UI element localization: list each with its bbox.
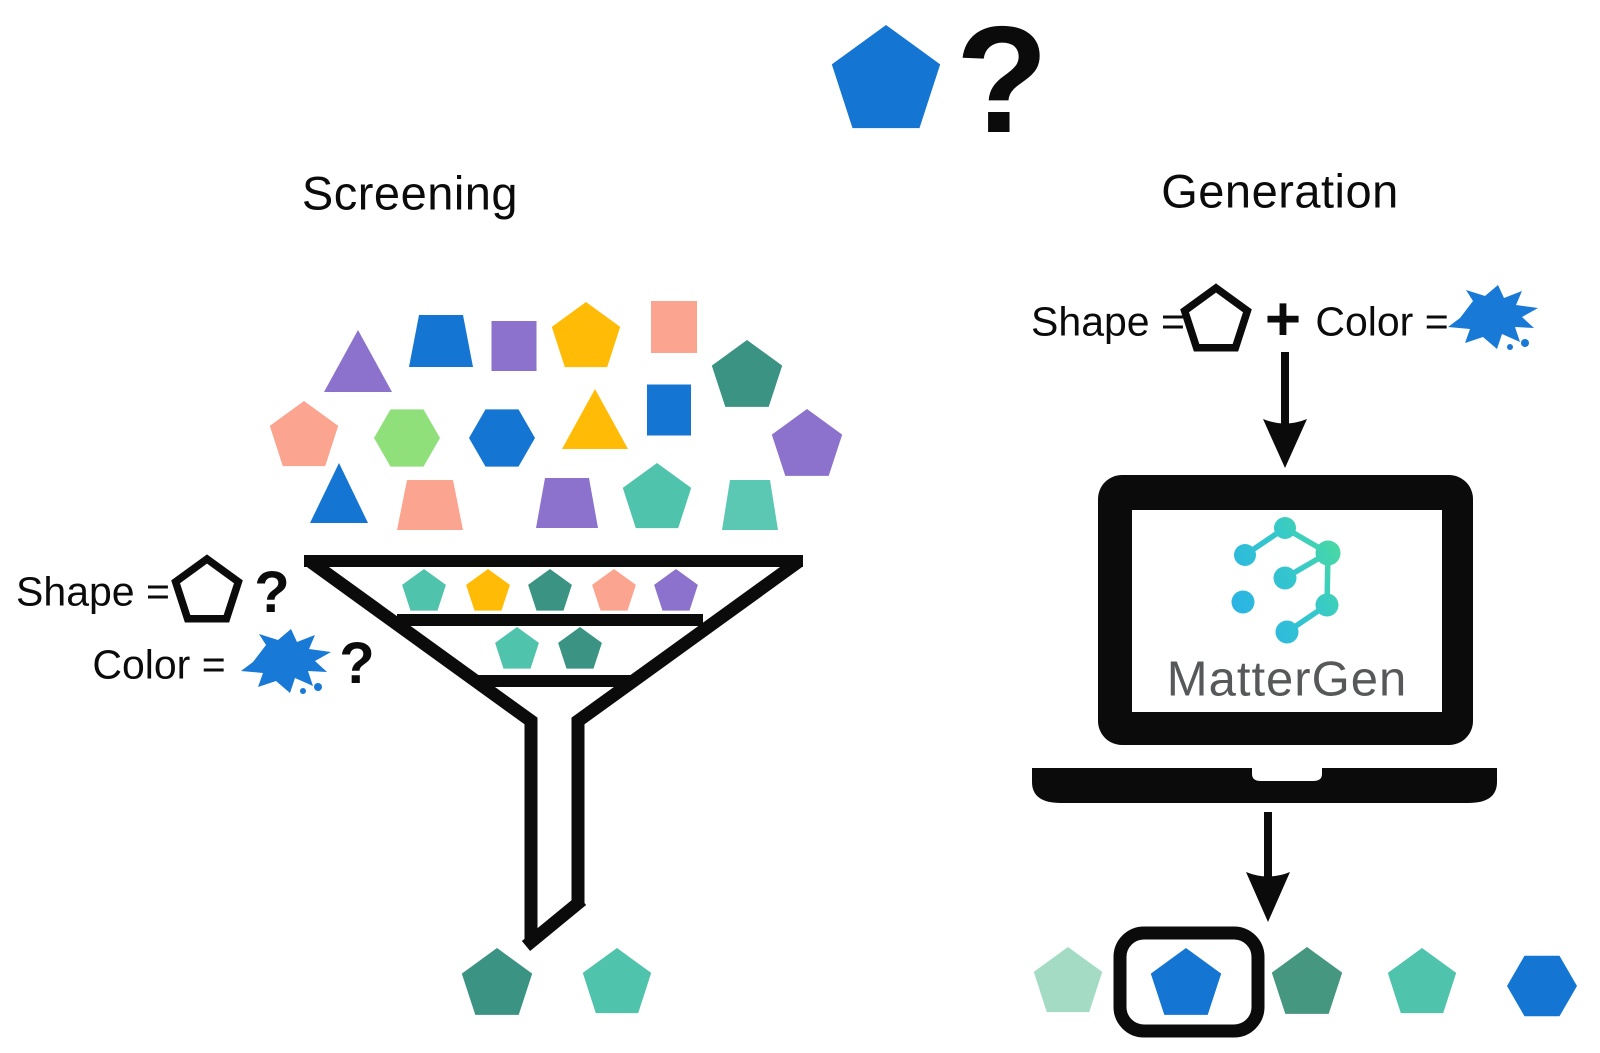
- shape-pentagon-purple: [771, 409, 843, 476]
- funnel-filtered-row-1: [402, 569, 698, 611]
- screening-shape-question-mark: ?: [254, 560, 290, 625]
- generation-color-label: Color =: [1315, 298, 1449, 345]
- shape-pentagon-purple: [654, 569, 698, 611]
- shape-pentagon-teal: [582, 948, 652, 1014]
- shape-hexagon-blue: [469, 409, 535, 467]
- shape-pentagon-teal: [622, 463, 692, 529]
- logo-atoms: [1231, 517, 1341, 644]
- shape-pentagon-gen_darkteal: [1271, 947, 1343, 1014]
- shape-pentagon-darkteal: [711, 340, 783, 407]
- laptop-icon: [1032, 475, 1497, 803]
- shape-hexagon-blue: [1507, 955, 1577, 1017]
- laptop-base-notch: [1252, 768, 1322, 781]
- color-criterion-scribble-left: [241, 629, 331, 694]
- shape-hexagon-green: [374, 409, 440, 467]
- screening-color-label: Color =: [92, 641, 226, 688]
- shape-pentagon-teal: [1387, 948, 1457, 1014]
- shape-pentagon-salmon: [592, 569, 636, 611]
- shape-pentagon-darkteal: [528, 569, 572, 611]
- shape-pentagon-yellow: [551, 302, 621, 368]
- shape-criterion-pentagon-outline-left: [171, 554, 243, 623]
- screening-shape-label: Shape =: [16, 568, 170, 615]
- shape-pentagon-blue: [831, 25, 941, 129]
- shape-trapezoid-salmon: [397, 480, 463, 530]
- funnel-filtered-row-2: [495, 627, 602, 669]
- screening-title: Screening: [301, 166, 519, 220]
- shape-trapezoid-blue: [409, 315, 473, 367]
- shape-pentagon-yellow: [466, 569, 510, 611]
- shape-square-blue: [647, 384, 691, 436]
- generation-shape-label: Shape =: [1031, 298, 1185, 345]
- laptop-screen: [1132, 510, 1442, 712]
- funnel-left-wall: [307, 556, 538, 941]
- shape-pentagon-blue-selected: [1150, 948, 1222, 1015]
- color-criterion-scribble-right: [1448, 285, 1538, 350]
- shape-pentagon-teal: [402, 569, 446, 611]
- query-question-mark: ?: [955, 0, 1049, 165]
- laptop-base: [1032, 768, 1497, 803]
- plus-sign: +: [1264, 285, 1302, 354]
- candidate-shape-pool: [269, 301, 843, 530]
- funnel-right-wall: [571, 556, 802, 903]
- query-material-pentagon: [831, 25, 941, 129]
- shape-criterion-pentagon-outline-right: [1180, 283, 1252, 352]
- down-arrow-to-results: [1246, 812, 1290, 922]
- shape-pentagon-darkteal: [558, 627, 602, 669]
- down-arrow-to-laptop: [1263, 352, 1307, 468]
- funnel-spout-tip: [521, 894, 587, 952]
- screening-output-shapes: [461, 948, 652, 1015]
- shape-pentagon-mint: [1033, 947, 1103, 1013]
- shape-square-purple: [491, 321, 537, 371]
- shape-pentagon-teal: [495, 627, 539, 669]
- funnel-icon: [304, 555, 803, 952]
- shape-trapezoid-purple: [536, 478, 598, 528]
- mattergen-logo: [1231, 517, 1341, 644]
- screening-color-question-mark: ?: [339, 631, 375, 696]
- generation-title: Generation: [1161, 164, 1399, 218]
- shape-pentagon-darkteal: [461, 948, 533, 1015]
- mattergen-wordmark: MatterGen: [1166, 652, 1408, 707]
- shape-square-salmon: [651, 301, 697, 353]
- shape-triangle-purple: [324, 330, 392, 392]
- shape-triangle-blue: [310, 463, 368, 523]
- shape-trapezoid-lightteal: [722, 480, 778, 530]
- shape-triangle-yellow: [562, 389, 628, 449]
- generation-result-shapes: [1033, 947, 1577, 1017]
- shape-pentagon-salmon: [269, 401, 339, 467]
